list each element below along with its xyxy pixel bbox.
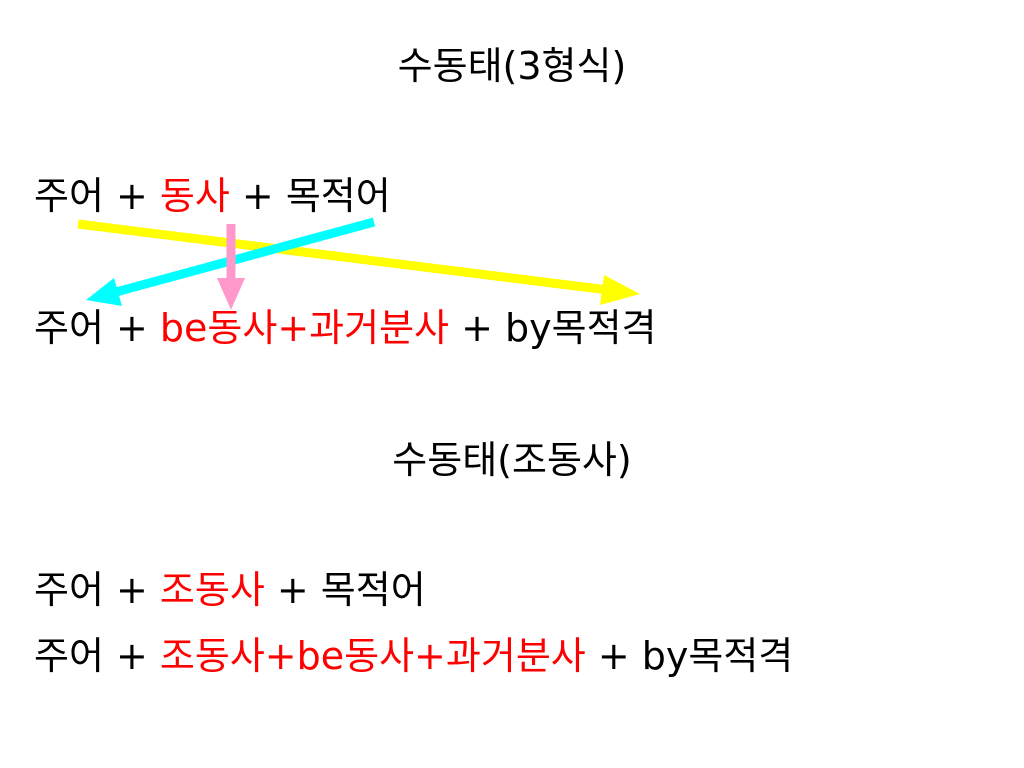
active-rest: + 목적어 <box>229 174 391 218</box>
modal-active-verb: 조동사 <box>159 568 265 612</box>
modal-passive-verb: 조동사+be동사+과거분사 <box>159 634 586 678</box>
yellow-arrow <box>77 219 640 305</box>
active-subject: 주어 + <box>34 174 160 218</box>
modal-passive-rest: + by목적격 <box>585 634 794 678</box>
section2-active-line: 주어 + 조동사 + 목적어 <box>34 566 426 614</box>
section2-title: 수동태(조동사) <box>392 438 632 482</box>
passive-verb: be동사+과거분사 <box>159 306 450 350</box>
pink-arrow <box>217 224 245 310</box>
cyan-arrow <box>86 217 376 306</box>
passive-rest: + by목적격 <box>449 306 657 350</box>
passive-subject: 주어 + <box>34 306 160 350</box>
modal-active-subject: 주어 + <box>34 568 160 612</box>
modal-passive-subject: 주어 + <box>34 634 160 678</box>
section1-passive-line: 주어 + be동사+과거분사 + by목적격 <box>34 304 657 352</box>
section1-active-line: 주어 + 동사 + 목적어 <box>34 172 391 220</box>
section1-title: 수동태(3형식) <box>397 44 627 88</box>
modal-active-rest: + 목적어 <box>264 568 426 612</box>
section2-passive-line: 주어 + 조동사+be동사+과거분사 + by목적격 <box>34 632 793 680</box>
active-verb: 동사 <box>159 174 230 218</box>
